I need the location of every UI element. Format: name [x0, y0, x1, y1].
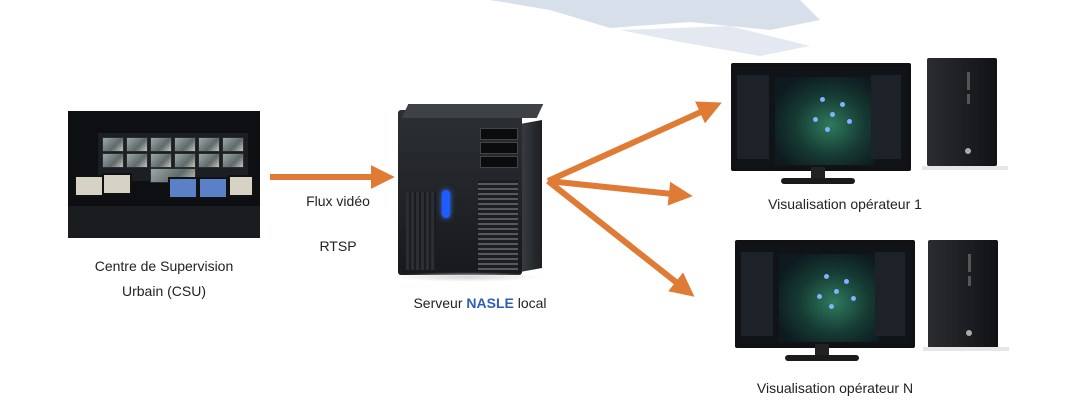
- server-side-panel: [520, 120, 542, 272]
- arrow-server-to-opN: [546, 178, 695, 297]
- server-top: [401, 104, 544, 118]
- monitor-1-stand: [781, 178, 855, 184]
- server-shadow: [392, 272, 542, 282]
- flux-label: Flux vidéo: [306, 193, 370, 209]
- server-tower-icon: [398, 110, 522, 275]
- csu-label-line1: Centre de Supervision: [94, 258, 234, 274]
- protocol-label: RTSP: [319, 238, 357, 254]
- monitor-1: [731, 63, 911, 171]
- arrow-server-to-op1-top: [546, 101, 722, 184]
- desktop-tower-n: [928, 240, 998, 348]
- monitor-n: [735, 240, 915, 348]
- desktop-tower-1: [927, 58, 997, 166]
- csu-photo: [68, 111, 260, 238]
- decorative-brush-stroke: [490, 0, 820, 56]
- server-label-brand: NASLE: [466, 295, 514, 311]
- server-label-suffix: local: [513, 295, 547, 311]
- server-label-prefix: Serveur: [413, 295, 467, 311]
- operatorN-label: Visualisation opérateur N: [756, 380, 914, 396]
- csu-label-line2: Urbain (CSU): [121, 283, 206, 299]
- video-wall: [98, 133, 248, 183]
- server-label: Serveur NASLE local: [380, 295, 580, 311]
- arrow-server-to-op1: [547, 178, 693, 206]
- operator1-label: Visualisation opérateur 1: [768, 196, 922, 212]
- monitor-n-stand: [785, 355, 859, 361]
